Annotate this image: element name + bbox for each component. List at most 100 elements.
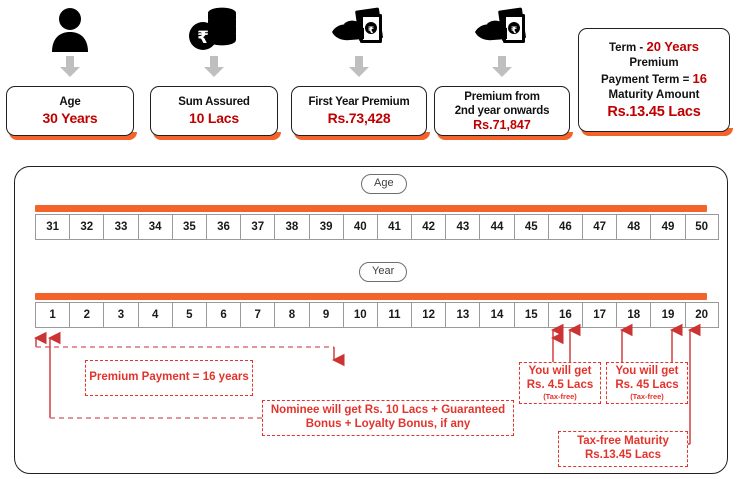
year-cell: 5: [171, 302, 206, 328]
card-accent-bar: [437, 132, 573, 140]
year-cell: 20: [684, 302, 719, 328]
age-cell: 46: [547, 214, 582, 240]
svg-text:₹: ₹: [511, 26, 517, 36]
callout-text-line2: Rs. 45 Lacs: [615, 378, 679, 391]
arrow-down-icon: [59, 56, 81, 83]
arrow-down-icon: [348, 56, 370, 83]
year-cell: 11: [376, 302, 412, 328]
card-label: Sum Assured: [178, 96, 250, 109]
summary-card-renewal-premium: ₹ Premium from 2nd year onwards Rs.71,84…: [434, 0, 573, 140]
callout-nominee-benefit: Nominee will get Rs. 10 Lacs + Guarantee…: [262, 400, 514, 436]
age-pill-label: Age: [361, 174, 407, 194]
age-axis-bar: [35, 205, 707, 212]
card-body-sum-assured: Sum Assured 10 Lacs: [150, 86, 278, 136]
card-accent-bar: [153, 132, 281, 140]
year-cell: 12: [411, 302, 446, 328]
year-cell: 14: [479, 302, 514, 328]
year-cell: 18: [616, 302, 651, 328]
year-cell: 1: [35, 302, 70, 328]
year-cell: 15: [513, 302, 548, 328]
age-cell: 48: [616, 214, 651, 240]
arrow-down-icon: [203, 56, 225, 83]
card-body-first-year-premium: First Year Premium Rs.73,428: [291, 86, 427, 136]
person-icon: [50, 0, 90, 52]
year-cell: 16: [547, 302, 582, 328]
term-label: Term -: [608, 41, 647, 54]
age-cell: 43: [445, 214, 480, 240]
callout-maturity: Tax-free Maturity Rs.13.45 Lacs: [558, 431, 688, 467]
card-accent-bar: [9, 132, 137, 140]
age-cell: 45: [513, 214, 548, 240]
card-body-renewal-premium: Premium from 2nd year onwards Rs.71,847: [434, 86, 570, 136]
payment-term-value: 16: [692, 70, 707, 86]
age-cell: 50: [684, 214, 719, 240]
age-cell: 38: [274, 214, 309, 240]
year-pill-label: Year: [359, 262, 408, 282]
term-value: 20 Years: [646, 38, 700, 54]
year-axis-bar: [35, 293, 707, 300]
year-cell: 7: [240, 302, 275, 328]
age-cell: 39: [308, 214, 343, 240]
year-cell: 13: [445, 302, 480, 328]
age-cell: 47: [582, 214, 617, 240]
callout-note: (Tax-free): [543, 392, 577, 402]
payment-term-label: Payment Term =: [601, 73, 693, 86]
summary-card-sum-assured: ₹ Sum Assured 10 Lacs: [150, 0, 281, 140]
card-value: 10 Lacs: [189, 109, 239, 126]
year-cell: 6: [205, 302, 241, 328]
age-cell: 40: [342, 214, 377, 240]
payment-term-row: Payment Term = 16: [583, 71, 725, 88]
year-cell: 8: [274, 302, 309, 328]
callout-premium-payment: Premium Payment = 16 years: [85, 360, 253, 396]
year-cell: 3: [103, 302, 138, 328]
hand-cash-icon: ₹: [473, 0, 531, 52]
callout-text-line1: You will get: [528, 364, 592, 377]
arrow-down-icon: [491, 56, 513, 83]
callout-text-line1: Tax-free Maturity: [577, 435, 669, 448]
term-row: Term - 20 Years: [583, 39, 725, 56]
year-cell: 9: [308, 302, 343, 328]
age-cell: 32: [69, 214, 104, 240]
age-cell: 49: [650, 214, 685, 240]
maturity-value: Rs.13.45 Lacs: [607, 103, 701, 120]
callout-payout-year-16: You will get Rs. 4.5 Lacs (Tax-free): [519, 362, 601, 404]
callout-text-line2: Bonus + Loyalty Bonus, if any: [305, 418, 471, 430]
age-cell: 37: [240, 214, 275, 240]
age-cell: 36: [205, 214, 241, 240]
age-cell: 31: [35, 214, 70, 240]
age-cell: 42: [411, 214, 446, 240]
summary-card-first-year-premium: ₹ First Year Premium Rs.73,428: [291, 0, 430, 140]
hand-cash-icon: ₹: [330, 0, 388, 52]
card-label-line1: Premium from: [464, 90, 540, 103]
age-cell: 35: [171, 214, 206, 240]
card-value: Rs.73,428: [327, 109, 391, 126]
callout-text-line1: You will get: [615, 364, 679, 377]
rupee-coins-icon: ₹: [188, 0, 240, 52]
age-cell: 34: [137, 214, 172, 240]
svg-text:₹: ₹: [368, 26, 374, 36]
svg-text:₹: ₹: [197, 28, 209, 48]
card-body-term: Term - 20 Years Premium Payment Term = 1…: [578, 28, 730, 132]
year-cell: 10: [342, 302, 377, 328]
callout-text-line2: Rs. 4.5 Lacs: [526, 378, 594, 391]
card-label-line2: 2nd year onwards: [454, 104, 550, 117]
card-accent-bar: [294, 132, 430, 140]
summary-card-age: Age 30 Years: [6, 0, 137, 140]
year-cell: 19: [650, 302, 685, 328]
year-cell: 2: [69, 302, 104, 328]
callout-note: (Tax-free): [630, 392, 664, 402]
callout-payout-year-18: You will get Rs. 45 Lacs (Tax-free): [606, 362, 688, 404]
card-value: Rs.71,847: [473, 118, 531, 133]
card-label: First Year Premium: [308, 96, 410, 109]
summary-card-term: Term - 20 Years Premium Payment Term = 1…: [578, 28, 733, 136]
age-cell: 41: [376, 214, 412, 240]
premium-label: Premium: [629, 56, 679, 69]
callout-text-line1: Nominee will get Rs. 10 Lacs + Guarantee…: [270, 404, 506, 417]
card-label: Age: [59, 96, 81, 109]
maturity-label: Maturity Amount: [608, 88, 700, 101]
year-cell: 4: [137, 302, 172, 328]
card-body-age: Age 30 Years: [6, 86, 134, 136]
